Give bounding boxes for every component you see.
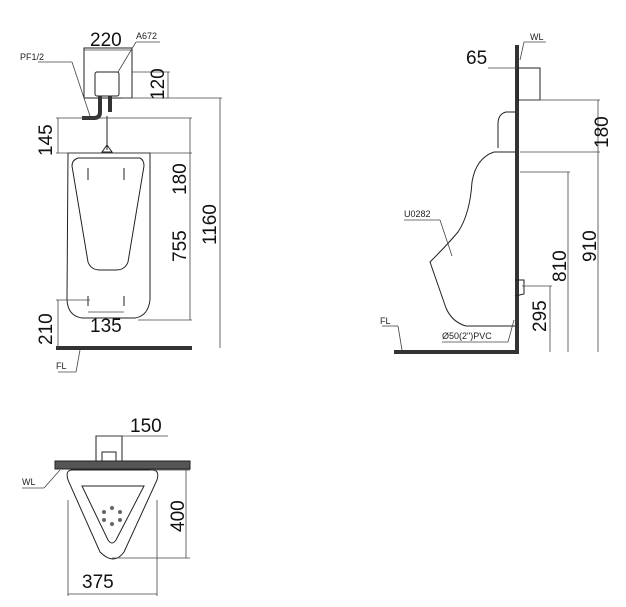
- dim-1160: 1160: [200, 204, 221, 245]
- dim-220: 220: [90, 30, 122, 51]
- label-u0282: U0282: [404, 209, 431, 219]
- sensor-top: [95, 435, 123, 462]
- flush-pipe: [497, 111, 516, 148]
- dim-755: 755: [170, 230, 191, 262]
- dim-400: 400: [168, 500, 189, 532]
- dim-375: 375: [82, 572, 114, 593]
- sensor-side: [517, 67, 541, 101]
- urinal-bowl: [71, 157, 145, 271]
- sensor-box: [94, 71, 120, 97]
- dim-210: 210: [36, 313, 57, 345]
- sensor-envelope: [83, 47, 133, 99]
- urinal-front-body: [66, 152, 151, 319]
- side-view: WL 65 180 910 810 295 U0282 FL Ø50(2")PV…: [380, 32, 613, 354]
- urinal-side-body: [429, 151, 515, 327]
- drain-holes: [102, 506, 122, 526]
- dim-910: 910: [580, 230, 601, 262]
- dim-180: 180: [170, 163, 191, 195]
- urinal-top-bowl: [81, 485, 145, 544]
- dim-135: 135: [90, 316, 122, 337]
- dim-145: 145: [36, 124, 57, 156]
- dim-120: 120: [148, 68, 169, 100]
- label-fl-front: FL: [56, 361, 67, 371]
- label-drain-pvc: Ø50(2")PVC: [442, 331, 492, 341]
- label-wl-side: WL: [530, 32, 544, 42]
- label-wl-top: WL: [22, 477, 36, 487]
- dim-810: 810: [550, 250, 571, 282]
- top-view: 150 WL 400 375: [22, 416, 191, 596]
- label-fl-side: FL: [380, 316, 391, 326]
- label-pf1-2: PF1/2: [20, 52, 44, 62]
- dim-180-side: 180: [592, 116, 613, 148]
- dim-295: 295: [530, 300, 551, 332]
- dim-65: 65: [466, 48, 487, 69]
- urinal-top-body: [66, 469, 159, 560]
- label-a672: A672: [136, 31, 157, 41]
- front-view: 220 A672 PF1/2 120 145 180 755 1160 210 …: [20, 30, 222, 373]
- wall-band: [54, 460, 191, 470]
- dim-150: 150: [130, 416, 162, 437]
- spud: [101, 144, 113, 153]
